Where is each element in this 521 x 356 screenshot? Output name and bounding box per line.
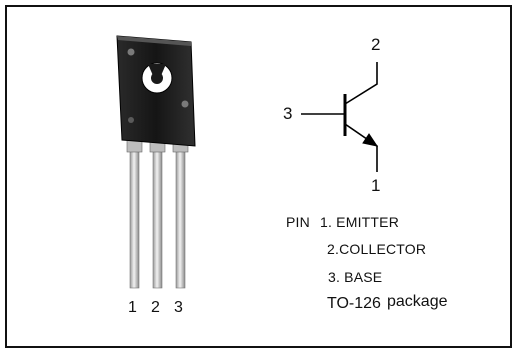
emitter-arrow (362, 133, 379, 147)
photo-pin-2-label: 2 (151, 299, 160, 316)
lead-2 (152, 137, 163, 289)
collector-terminal-label: 2 (371, 35, 381, 54)
npn-symbol (301, 62, 379, 172)
pin-1-description: 1. EMITTER (320, 214, 400, 230)
collector-wire (344, 62, 378, 105)
body-dimple (128, 117, 134, 123)
base-terminal-label: 3 (283, 104, 293, 123)
photo-pin-1-label: 1 (128, 299, 137, 316)
diagram-frame (5, 5, 512, 348)
pin-2-description: 2.COLLECTOR (327, 241, 427, 257)
package-code: TO-126 (327, 295, 381, 312)
pin-heading: PIN (286, 214, 310, 230)
photo-pin-3-label: 3 (174, 299, 183, 316)
mounting-hole (141, 62, 173, 94)
pin-3-description: 3. BASE (328, 269, 383, 285)
package-word: package (387, 293, 448, 310)
transistor-leads (126, 137, 189, 289)
body-dimple (127, 48, 135, 56)
body-dimple (181, 100, 189, 108)
emitter-terminal-label: 1 (371, 176, 381, 195)
transistor-package (116, 35, 196, 289)
lead-1 (129, 137, 140, 289)
emitter-wire (344, 123, 378, 172)
lead-3 (175, 137, 186, 289)
